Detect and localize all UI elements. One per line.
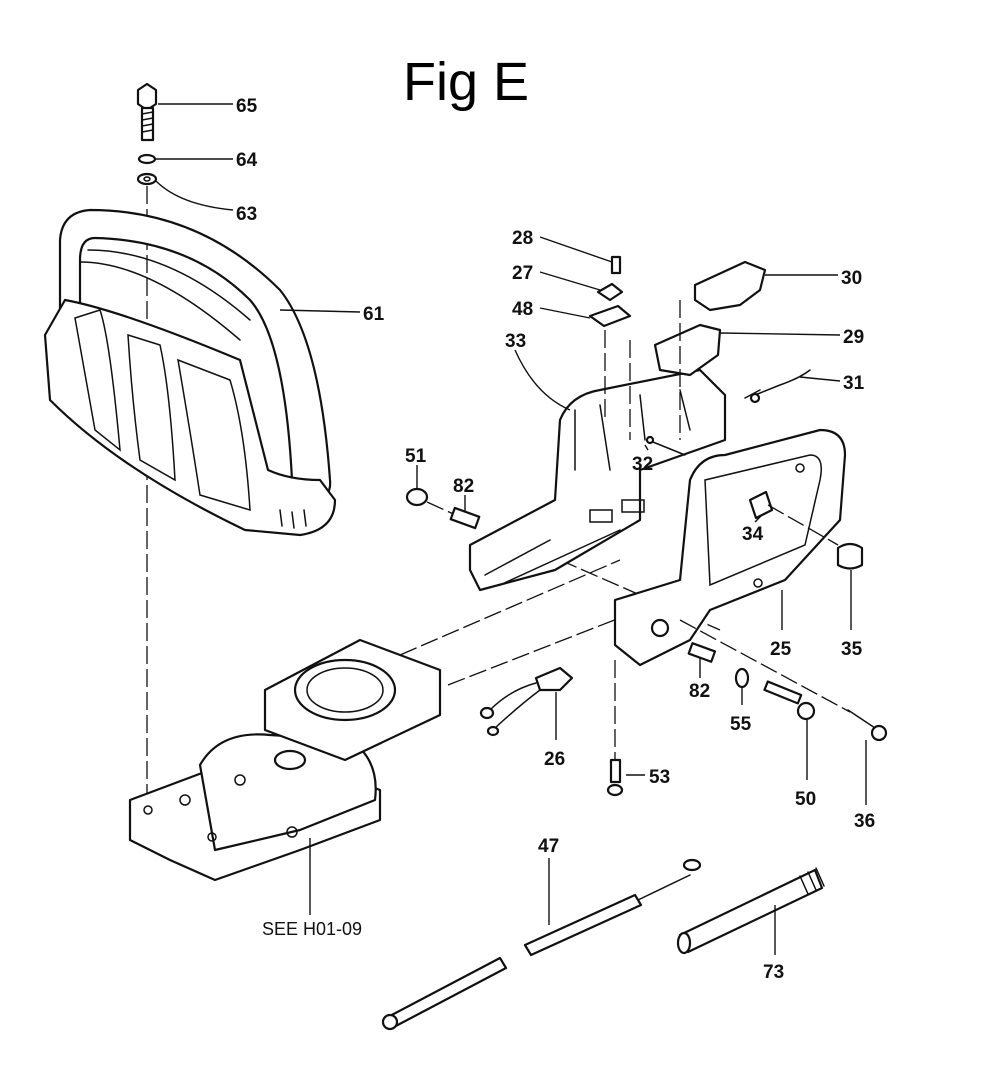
callout-63: 63 [236, 204, 257, 225]
callout-64: 64 [236, 150, 258, 171]
callout-65: 65 [236, 96, 258, 117]
callout-25: 25 [770, 639, 792, 660]
plate-48 [588, 304, 632, 328]
throttle-trigger-30 [693, 260, 767, 312]
cap-35 [836, 542, 864, 570]
callout-34: 34 [742, 524, 764, 545]
callout-29: 29 [843, 327, 864, 348]
washer-63 [136, 172, 158, 186]
front-handle-61 [43, 208, 337, 537]
bushing-51 [405, 487, 429, 507]
pin-32 [645, 435, 686, 456]
clip-27 [596, 282, 624, 302]
callout-31: 31 [843, 373, 865, 394]
callout-48: 48 [512, 299, 533, 320]
spring-31 [744, 369, 811, 404]
callout-55: 55 [730, 714, 752, 735]
callout-30: 30 [841, 268, 862, 289]
throttle-cable-47 [381, 858, 702, 1031]
assembly-axis-a [399, 559, 621, 656]
callout-labels: 65 64 63 61 28 27 48 33 30 29 31 51 82 3… [236, 96, 875, 983]
callout-61: 61 [363, 304, 385, 325]
assembly-axis-b [447, 609, 641, 686]
callout-50: 50 [795, 789, 816, 810]
callout-27: 27 [512, 263, 533, 284]
cap-axis [767, 504, 839, 546]
spacer-82-lower [687, 642, 717, 663]
lock-washer-64 [137, 153, 157, 165]
bolt-50 [763, 680, 816, 721]
screw-34 [748, 490, 774, 520]
handle-half-25 [613, 428, 847, 667]
figure-title: Fig E [403, 52, 529, 112]
callout-26: 26 [544, 749, 565, 770]
stop-switch-26 [479, 666, 574, 737]
screw-53 [606, 758, 624, 797]
throttle-lever-29 [653, 323, 722, 377]
callout-32: 32 [632, 454, 653, 475]
callout-28: 28 [512, 228, 533, 249]
callout-82-upper: 82 [453, 476, 474, 497]
screw-28 [610, 255, 622, 275]
callout-47: 47 [538, 836, 559, 857]
callout-33: 33 [505, 331, 526, 352]
callout-35: 35 [841, 639, 863, 660]
lower-assembly-axis [679, 619, 851, 713]
callout-53: 53 [649, 767, 670, 788]
bolt-65 [136, 82, 158, 142]
handle-half-33 [468, 368, 727, 592]
leader-lines [155, 103, 867, 955]
gear-case-housing [128, 638, 442, 882]
sleeve-73 [676, 867, 825, 955]
callout-82-lower: 82 [689, 681, 710, 702]
see-reference-note: SEE H01-09 [262, 919, 362, 939]
callout-51: 51 [405, 446, 427, 467]
washer-55 [734, 667, 750, 689]
callout-73: 73 [763, 962, 784, 983]
callout-36: 36 [854, 811, 875, 832]
spacer-82-upper [449, 506, 481, 530]
screw-36 [847, 709, 888, 742]
